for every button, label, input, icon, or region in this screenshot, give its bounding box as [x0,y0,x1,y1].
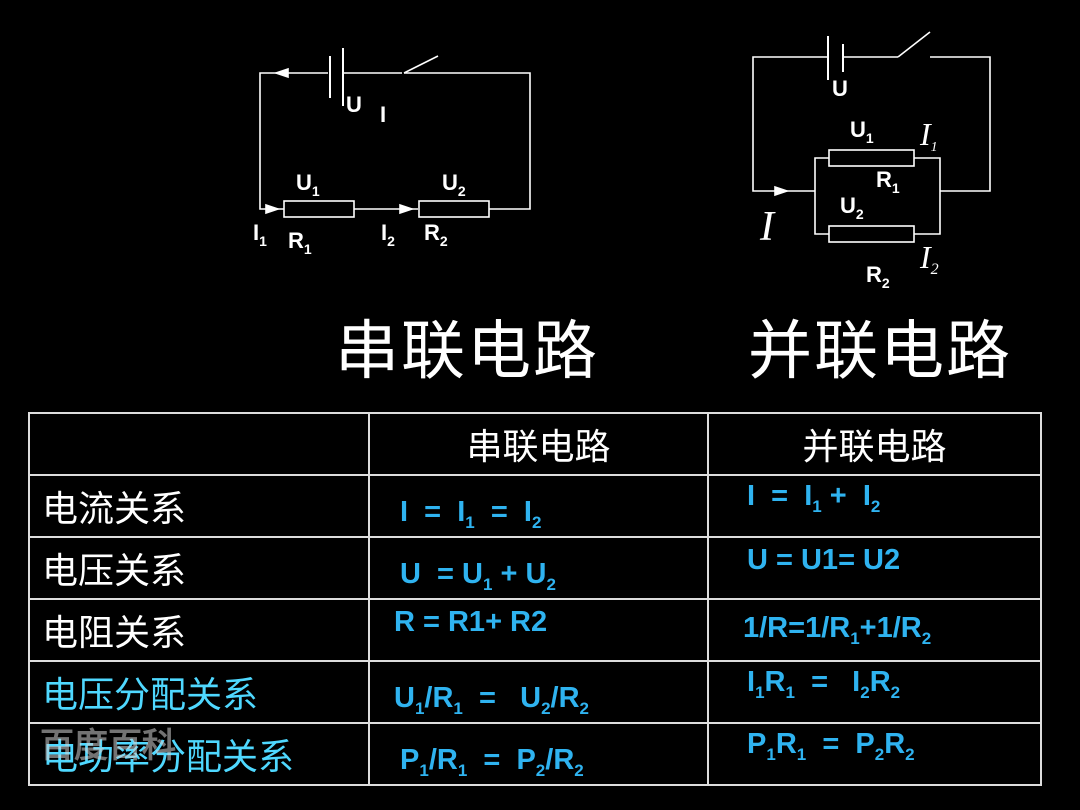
parallel-switch [897,31,931,58]
row-label-resistance: 电阻关系 [28,598,370,662]
series-current-arrow-top [273,67,289,79]
cell-parallel-current: I = I1 + I2 [707,474,1042,538]
row-label-current: 电流关系 [28,474,370,538]
table-row: 电流关系 I = I1 = I2 I = I1 + I2 [28,474,1042,538]
table-row: 电阻关系 R = R1+ R2 1/R=1/R1+1/R2 [28,598,1042,662]
series-switch [403,55,439,74]
series-circuit-diagram [259,48,531,218]
parallel-circuit-diagram [752,31,991,243]
series-label-i1: I1 [253,220,267,249]
table-row: 电功率分配关系 P1/R1 = P2/R2 P1R1 = P2R2 [28,722,1042,786]
series-resistor-r2 [418,200,490,218]
parallel-label-u1: U1 [850,117,874,146]
cell-series-voltage-distribution: U1/R1 = U2/R2 [368,660,709,724]
cell-series-power-distribution: P1/R1 = P2/R2 [368,722,709,786]
parallel-current-arrow [774,185,790,197]
cell-series-resistance: R = R1+ R2 [368,598,709,662]
table-header-empty [28,412,370,476]
series-circuit-title: 串联电路 [335,315,599,389]
cell-parallel-voltage: U = U1= U2 [707,536,1042,600]
cell-series-current: I = I1 = I2 [368,474,709,538]
cell-parallel-resistance: 1/R=1/R1+1/R2 [707,598,1042,662]
series-label-i2: I2 [381,220,395,249]
series-label-u: U [346,92,362,117]
table-row: 电压关系 U = U1 + U2 U = U1= U2 [28,536,1042,600]
parallel-label-r1: R1 [876,167,900,196]
table-header-row: 串联电路 并联电路 [28,412,1042,476]
series-current-arrow-left [265,203,281,215]
series-label-r2: R2 [424,220,448,249]
parallel-wire-right [930,56,991,192]
row-label-voltage: 电压关系 [28,536,370,600]
series-label-i: I [380,102,386,127]
row-label-voltage-distribution: 电压分配关系 [28,660,370,724]
cell-parallel-voltage-distribution: I1R1 = I2R2 [707,660,1042,724]
cell-parallel-power-distribution: P1R1 = P2R2 [707,722,1042,786]
row-label-power-distribution: 电功率分配关系 [28,722,370,786]
parallel-label-r2: R2 [866,262,890,291]
parallel-label-i1: I1 [919,116,938,155]
parallel-resistor-r2 [828,225,915,243]
parallel-label-u2: U2 [840,193,864,222]
series-label-u1: U1 [296,170,320,199]
parallel-junction-left [814,157,829,235]
series-wire-right [404,72,531,210]
series-label-r1: R1 [288,228,312,257]
parallel-resistor-r1 [828,149,915,167]
parallel-label-i: I [759,204,776,250]
parallel-label-i2: I2 [919,239,939,278]
parallel-label-u: U [832,76,848,101]
series-label-u2: U2 [442,170,466,199]
parallel-junction-right [914,157,941,235]
parallel-wire-left [752,56,828,192]
cell-series-voltage: U = U1 + U2 [368,536,709,600]
series-current-arrow-mid [399,203,415,215]
comparison-table: 串联电路 并联电路 电流关系 I = I1 = I2 I = I1 + I2 电… [28,412,1042,786]
series-resistor-r1 [283,200,355,218]
table-row: 电压分配关系 U1/R1 = U2/R2 I1R1 = I2R2 [28,660,1042,724]
parallel-circuit-title: 并联电路 [748,315,1012,389]
table-header-series: 串联电路 [368,412,709,476]
table-header-parallel: 并联电路 [707,412,1042,476]
